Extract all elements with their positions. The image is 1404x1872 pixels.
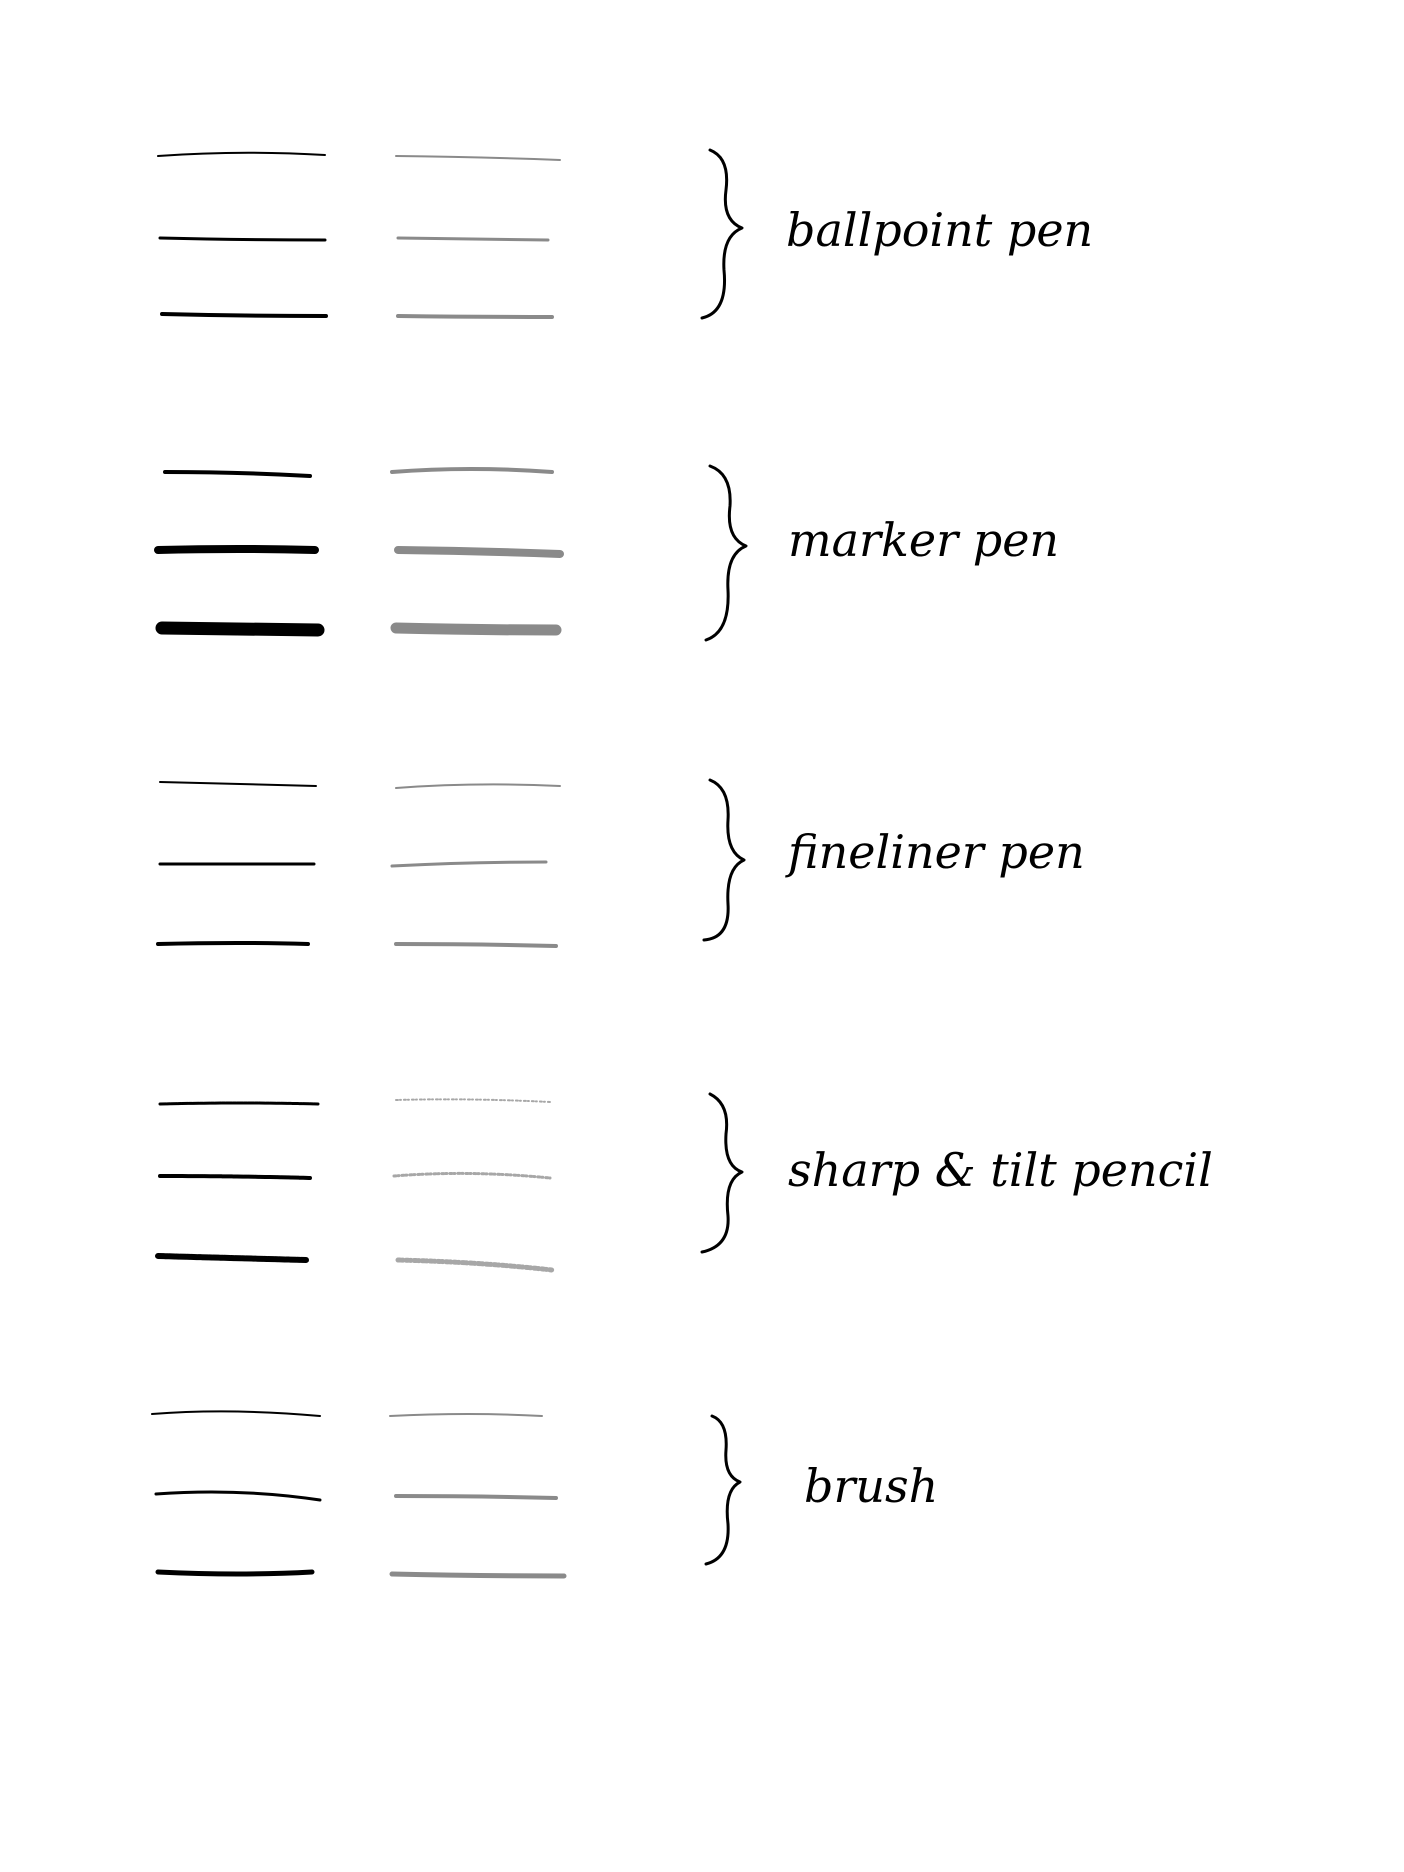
stroke-gray-medium <box>394 546 564 558</box>
stroke-black-medium <box>158 236 327 242</box>
stroke-gray-medium <box>390 860 548 868</box>
curly-brace-icon <box>704 1414 742 1566</box>
tool-group-fineliner: fineliner pen <box>156 778 1085 948</box>
stroke-gray-thick <box>396 314 554 319</box>
stroke-gray-thin <box>395 1098 551 1103</box>
stroke-gray-thick <box>394 942 558 948</box>
stroke-black-medium <box>154 545 319 554</box>
stroke-gray-medium <box>394 1494 558 1500</box>
curly-brace-icon <box>700 1092 744 1254</box>
stroke-black-thick <box>155 1253 309 1263</box>
curly-brace-icon <box>704 464 748 642</box>
stroke-gray-thin <box>395 155 561 161</box>
tool-group-pencil: sharp & tilt pencil <box>155 1092 1213 1273</box>
stroke-gray-medium <box>396 236 550 242</box>
stroke-black-thick <box>156 941 310 946</box>
stroke-black-thin <box>163 470 312 478</box>
stroke-gray-medium <box>392 1171 552 1180</box>
stroke-gray-thick <box>390 622 562 636</box>
stroke-gray-thin <box>389 1413 543 1417</box>
stroke-gray-thin <box>390 467 554 474</box>
stroke-black-thin <box>159 781 317 787</box>
stroke-black-thick <box>160 312 328 318</box>
curly-brace-icon <box>700 148 744 320</box>
curly-brace-icon <box>702 778 746 942</box>
group-label: fineliner pen <box>785 825 1085 879</box>
stroke-black-thin <box>157 151 326 157</box>
stroke-gray-thin <box>395 783 561 789</box>
group-label: marker pen <box>788 513 1059 567</box>
stroke-black-medium <box>154 1490 322 1502</box>
stroke-black-thick <box>155 1569 315 1577</box>
stroke-black-thin <box>158 1101 320 1106</box>
stroke-black-medium <box>158 1174 312 1180</box>
stroke-gray-thick <box>395 1257 555 1273</box>
group-label: brush <box>804 1459 938 1513</box>
stroke-black-thin <box>151 1410 321 1417</box>
tool-group-marker: marker pen <box>154 464 1059 642</box>
tool-group-brush: brush <box>151 1410 938 1579</box>
stroke-black-thick <box>155 621 325 637</box>
group-label: sharp & tilt pencil <box>788 1143 1213 1197</box>
group-label: ballpoint pen <box>786 203 1093 257</box>
stroke-gray-thick <box>389 1571 567 1579</box>
tool-group-ballpoint: ballpoint pen <box>157 148 1093 320</box>
